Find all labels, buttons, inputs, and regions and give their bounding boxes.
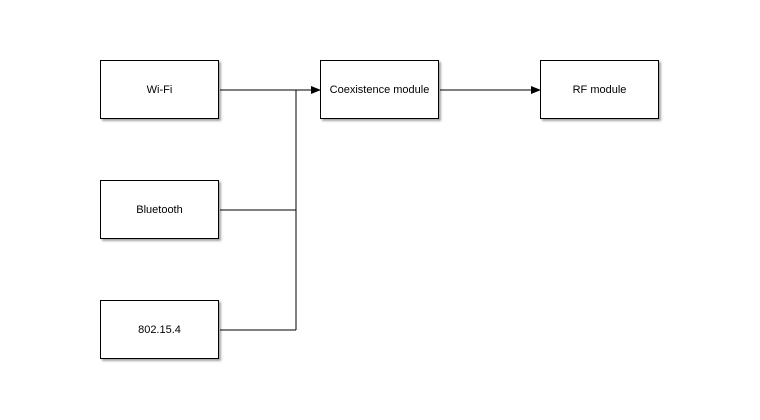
node-rf-module-label: RF module bbox=[572, 83, 627, 96]
node-wifi: Wi-Fi bbox=[100, 60, 219, 119]
node-802154: 802.15.4 bbox=[100, 300, 219, 359]
node-coexistence-module: Coexistence module bbox=[320, 60, 439, 119]
node-rf-module: RF module bbox=[540, 60, 659, 119]
node-coexistence-module-label: Coexistence module bbox=[329, 83, 430, 96]
node-bluetooth: Bluetooth bbox=[100, 180, 219, 239]
node-wifi-label: Wi-Fi bbox=[146, 83, 173, 96]
node-802154-label: 802.15.4 bbox=[138, 323, 181, 336]
node-bluetooth-label: Bluetooth bbox=[136, 203, 183, 216]
